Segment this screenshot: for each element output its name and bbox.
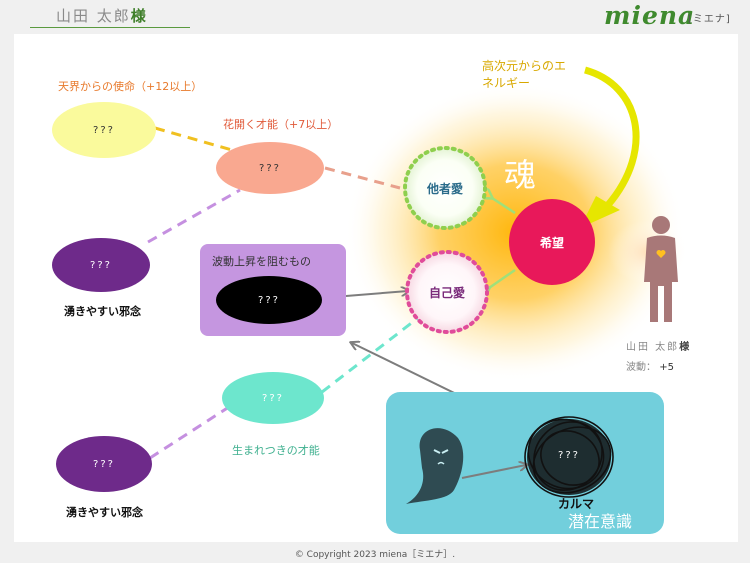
- subconscious-canvas: [406, 416, 614, 504]
- connector-innate-selflove: [321, 316, 419, 394]
- brand-subtitle: [ミエナ]: [688, 14, 731, 25]
- wave-readout: 波動： +5: [626, 362, 674, 373]
- arrow-ghost-karma: [461, 465, 526, 479]
- person-name: 山田 太郎様: [626, 342, 692, 353]
- connector-talent-altruism: [324, 166, 401, 190]
- arrow-hope-altruism: [492, 198, 516, 215]
- self-love-circle: [405, 250, 489, 334]
- innate-talent-node: ???: [222, 372, 324, 424]
- mission-node: ???: [52, 102, 156, 158]
- evil-thought-node-1: ???: [52, 238, 150, 292]
- label-soul: 魂: [504, 156, 537, 194]
- hope-circle: [509, 199, 595, 285]
- altruism-circle: [403, 146, 487, 230]
- label-energy: 高次元からのエネルギー: [482, 59, 567, 90]
- arrow-blocker-selflove: [345, 291, 408, 297]
- label-hope: 希望: [539, 236, 564, 250]
- heart-icon: [656, 249, 666, 258]
- person-icon: [644, 216, 678, 322]
- label-blocker: 波動上昇を阻むもの: [212, 255, 311, 268]
- blocker-box: 波動上昇を阻むもの ???: [200, 244, 346, 336]
- label-evil-2: 湧きやすい邪念: [66, 506, 143, 519]
- label-talent-bloom: 花開く才能（+7以上）: [223, 118, 339, 131]
- connector-evil1-talent: [147, 188, 241, 244]
- label-evil-1: 湧きやすい邪念: [64, 305, 141, 318]
- client-name: 山田 太郎様: [56, 7, 148, 25]
- label-mission: 天界からの使命（+12以上）: [58, 80, 203, 93]
- arrow-hope-selflove: [489, 268, 516, 288]
- energy-arrow: [584, 66, 640, 208]
- label-karma: カルマ: [558, 497, 595, 511]
- karma-scribble: [524, 416, 614, 498]
- karma-node: ???: [558, 450, 580, 461]
- ghost-icon: [406, 428, 464, 504]
- evil-thought-node-2: ???: [56, 436, 152, 492]
- copyright: © Copyright 2023 miena［ミエナ］.: [294, 550, 456, 560]
- brand-logo: miena: [604, 1, 696, 30]
- blocker-node: ???: [216, 276, 322, 324]
- talent-bloom-node: ???: [216, 142, 324, 194]
- label-subconscious: 潜在意識: [568, 512, 633, 531]
- label-altruism: 他者愛: [426, 182, 463, 196]
- connector-evil2-innate: [149, 403, 233, 460]
- connector-mission-talent: [154, 126, 233, 152]
- label-self-love: 自己愛: [428, 286, 465, 300]
- label-innate-talent: 生まれつきの才能: [232, 444, 320, 457]
- energy-arrowhead: [580, 196, 620, 228]
- header-underline: [30, 27, 190, 28]
